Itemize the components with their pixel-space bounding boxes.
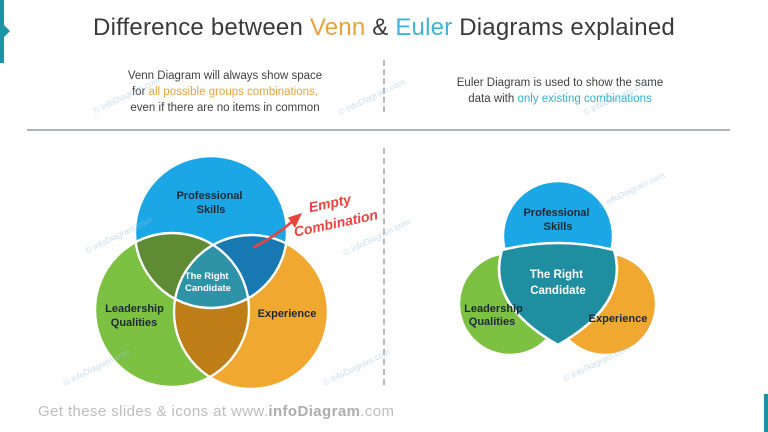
empty-combination-arrowhead (288, 213, 302, 228)
bottom-right-accent (764, 394, 768, 432)
venn-outline-green (93, 231, 251, 389)
venn-description-line2: for all possible groups combinations, (131, 86, 319, 98)
venn-diagram: Professional Skills Leadership Qualities… (93, 154, 379, 391)
euler-highlight: only existing combinations (517, 93, 652, 105)
euler-center-shape (497, 241, 619, 347)
venn-label-experience: Experience (258, 308, 317, 320)
euler-label-center: The Right Candidate (530, 269, 586, 297)
title-part-tail: Diagrams explained (452, 14, 675, 41)
venn-highlight: all possible groups combinations, (148, 86, 319, 98)
venn-outline-orange (172, 233, 330, 391)
euler-label-experience: Experience (589, 313, 648, 325)
euler-label-leadership-qualities: Leadership Qualities (464, 303, 526, 328)
euler-description: Euler Diagram is used to show the same d… (435, 75, 685, 107)
footer-brand: infoDiagram (268, 403, 361, 420)
title-part-dark: Difference between (93, 14, 310, 41)
venn-label-leadership-qualities: Leadership Qualities (105, 303, 167, 329)
top-left-accent-icon (0, 0, 10, 63)
page-title: Difference between Venn & Euler Diagrams… (0, 14, 768, 42)
empty-combination-label-line2: Combination (292, 206, 379, 239)
title-part-amp: & (365, 14, 396, 41)
venn-description: Venn Diagram will always show space for … (105, 68, 345, 116)
euler-diagram: Professional Skills Leadership Qualities… (457, 179, 658, 357)
watermark: © infoDiagram.com (336, 76, 407, 118)
venn-overlap-center (174, 235, 249, 308)
empty-combination-arrow (252, 218, 296, 249)
vertical-dashed-divider-bottom (383, 148, 385, 385)
venn-description-line1: Venn Diagram will always show space (127, 70, 323, 82)
venn-label-professional-skills: Professional Skills (176, 190, 245, 216)
venn-label-center: The Right Candidate (185, 271, 231, 294)
venn-outline-blue (133, 154, 289, 310)
euler-description-line1: Euler Diagram is used to show the same (456, 77, 664, 89)
footer-credit: Get these slides & icons at www.infoDiag… (38, 403, 395, 420)
horizontal-divider (27, 129, 730, 131)
venn-description-line3: even if there are no items in common (130, 102, 320, 114)
euler-description-line2: data with only existing combinations (468, 93, 652, 105)
vertical-dashed-divider-top (383, 60, 385, 112)
title-part-euler: Euler (395, 14, 453, 41)
euler-label-professional-skills: Professional Skills (523, 207, 592, 233)
title-part-venn: Venn (309, 14, 366, 41)
